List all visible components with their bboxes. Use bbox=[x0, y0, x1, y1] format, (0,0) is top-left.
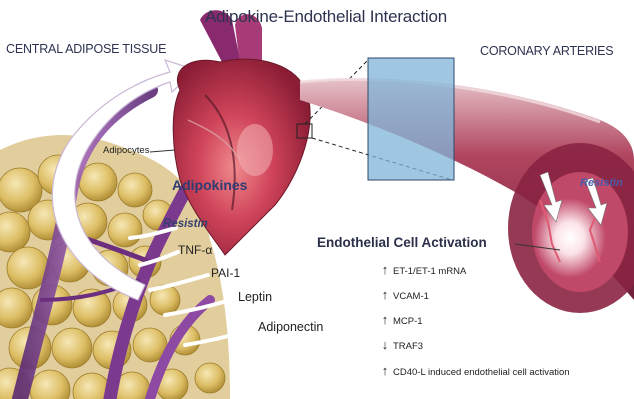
diagram-title: Adipokine-Endothelial Interaction bbox=[205, 7, 447, 27]
resistin-label: Resistin bbox=[163, 218, 208, 230]
marker-text: TRAF3 bbox=[393, 341, 423, 352]
marker-text: ET-1/ET-1 mRNA bbox=[393, 266, 466, 277]
marker-arrow: ↑ bbox=[379, 312, 391, 327]
marker-arrow: ↑ bbox=[379, 287, 391, 302]
adipose-tissue-header: CENTRAL ADIPOSE TISSUE bbox=[6, 42, 166, 56]
artery-resistin-label: Resistin bbox=[580, 177, 623, 189]
coronary-artery bbox=[300, 78, 634, 313]
marker-text: VCAM-1 bbox=[393, 291, 429, 302]
zoom-box bbox=[368, 58, 454, 180]
adiponectin-label: Adiponectin bbox=[258, 320, 323, 334]
leptin-label: Leptin bbox=[238, 290, 272, 304]
marker-arrow: ↑ bbox=[379, 363, 391, 378]
coronary-arteries-header: CORONARY ARTERIES bbox=[480, 44, 613, 58]
endothelial-activation-label: Endothelial Cell Activation bbox=[317, 235, 487, 250]
adipocytes-label: Adipocytes bbox=[103, 145, 149, 156]
tnf-alpha-label: TNF-α bbox=[178, 243, 212, 257]
marker-arrow: ↑ bbox=[379, 262, 391, 277]
marker-arrow: ↓ bbox=[379, 337, 391, 352]
pai-1-label: PAI-1 bbox=[211, 266, 240, 280]
marker-text: MCP-1 bbox=[393, 316, 423, 327]
adipokines-label: Adipokines bbox=[172, 177, 247, 193]
marker-text: CD40-L induced endothelial cell activati… bbox=[393, 367, 570, 378]
